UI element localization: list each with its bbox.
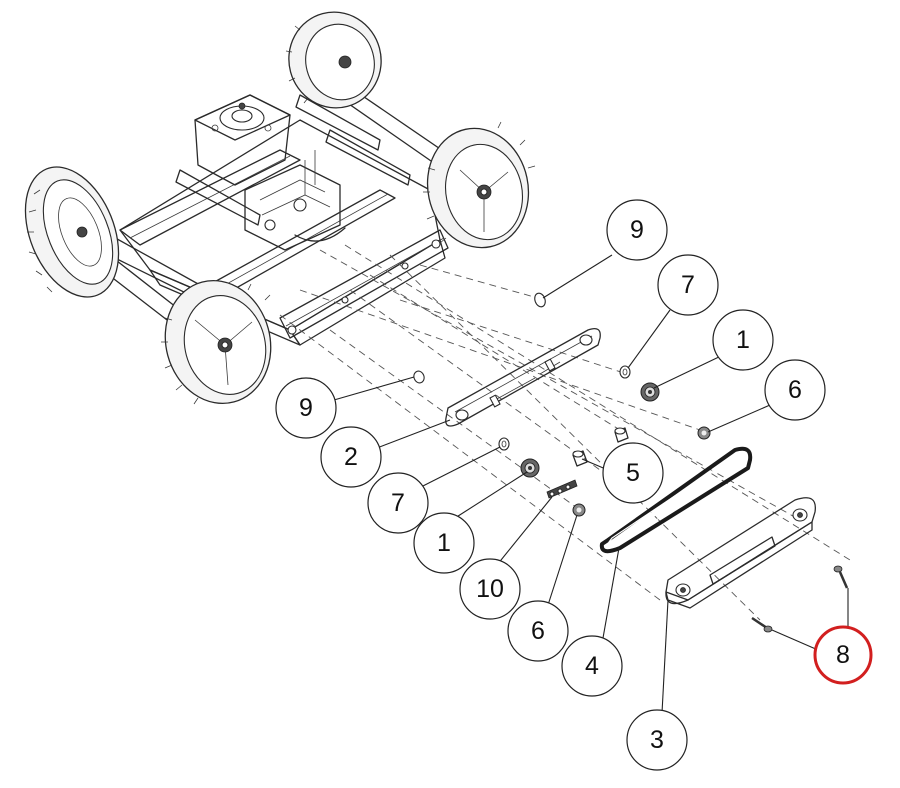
part-4-belt — [599, 446, 753, 554]
callout-7-lower: 7 — [367, 472, 429, 534]
callout-8-highlighted: 8 — [813, 625, 873, 685]
callout-4: 4 — [561, 635, 623, 697]
part-5-spacer-lower — [572, 450, 588, 467]
callout-9-upper: 9 — [606, 199, 668, 261]
robot-chassis — [69, 59, 491, 346]
callout-label: 1 — [437, 529, 451, 557]
callout-5: 5 — [602, 442, 664, 504]
part-6-nut-lower — [572, 503, 586, 517]
wheel-rear-left — [24, 166, 120, 298]
callout-label: 3 — [650, 726, 664, 754]
part-1-sprocket-upper — [640, 382, 660, 402]
part-6-nut-upper — [697, 426, 711, 440]
part-5-spacer-upper — [614, 427, 629, 443]
part-2-link-plate — [445, 327, 601, 427]
part-3-cover-plate — [665, 497, 816, 609]
callout-3: 3 — [626, 709, 688, 771]
callout-9-lower: 9 — [275, 377, 337, 439]
callout-label: 1 — [736, 326, 750, 354]
part-10-chain-segment — [546, 479, 578, 499]
callout-1-upper: 1 — [712, 309, 774, 371]
callout-6-upper: 6 — [764, 359, 826, 421]
callout-label: 7 — [681, 271, 695, 299]
part-8-screw-left — [751, 616, 773, 633]
callout-7-upper: 7 — [657, 254, 719, 316]
callout-label: 6 — [531, 617, 545, 645]
callout-label: 4 — [585, 652, 599, 680]
wheel-rear-right — [285, 11, 382, 109]
part-9-washer-upper — [534, 292, 546, 308]
callout-label: 8 — [836, 641, 850, 669]
callout-2: 2 — [320, 426, 382, 488]
part-9-washer-lower — [413, 370, 425, 384]
wheel-front-left — [161, 279, 272, 405]
explosion-guide-lines — [279, 244, 851, 621]
part-7-ring-upper — [619, 365, 631, 379]
callout-6-lower: 6 — [507, 600, 569, 662]
callout-label: 9 — [630, 216, 644, 244]
leader-lines — [333, 254, 849, 714]
callout-label: 2 — [344, 443, 358, 471]
callout-label: 5 — [626, 459, 640, 487]
callout-label: 7 — [391, 489, 405, 517]
part-7-ring-lower — [498, 437, 510, 451]
callout-label: 9 — [299, 394, 313, 422]
callout-10: 10 — [459, 558, 521, 620]
wheel-front-right — [423, 121, 536, 249]
callout-label: 6 — [788, 376, 802, 404]
callout-1-lower: 1 — [413, 512, 475, 574]
callout-label: 10 — [476, 575, 504, 603]
part-8-screw-right — [833, 565, 849, 589]
